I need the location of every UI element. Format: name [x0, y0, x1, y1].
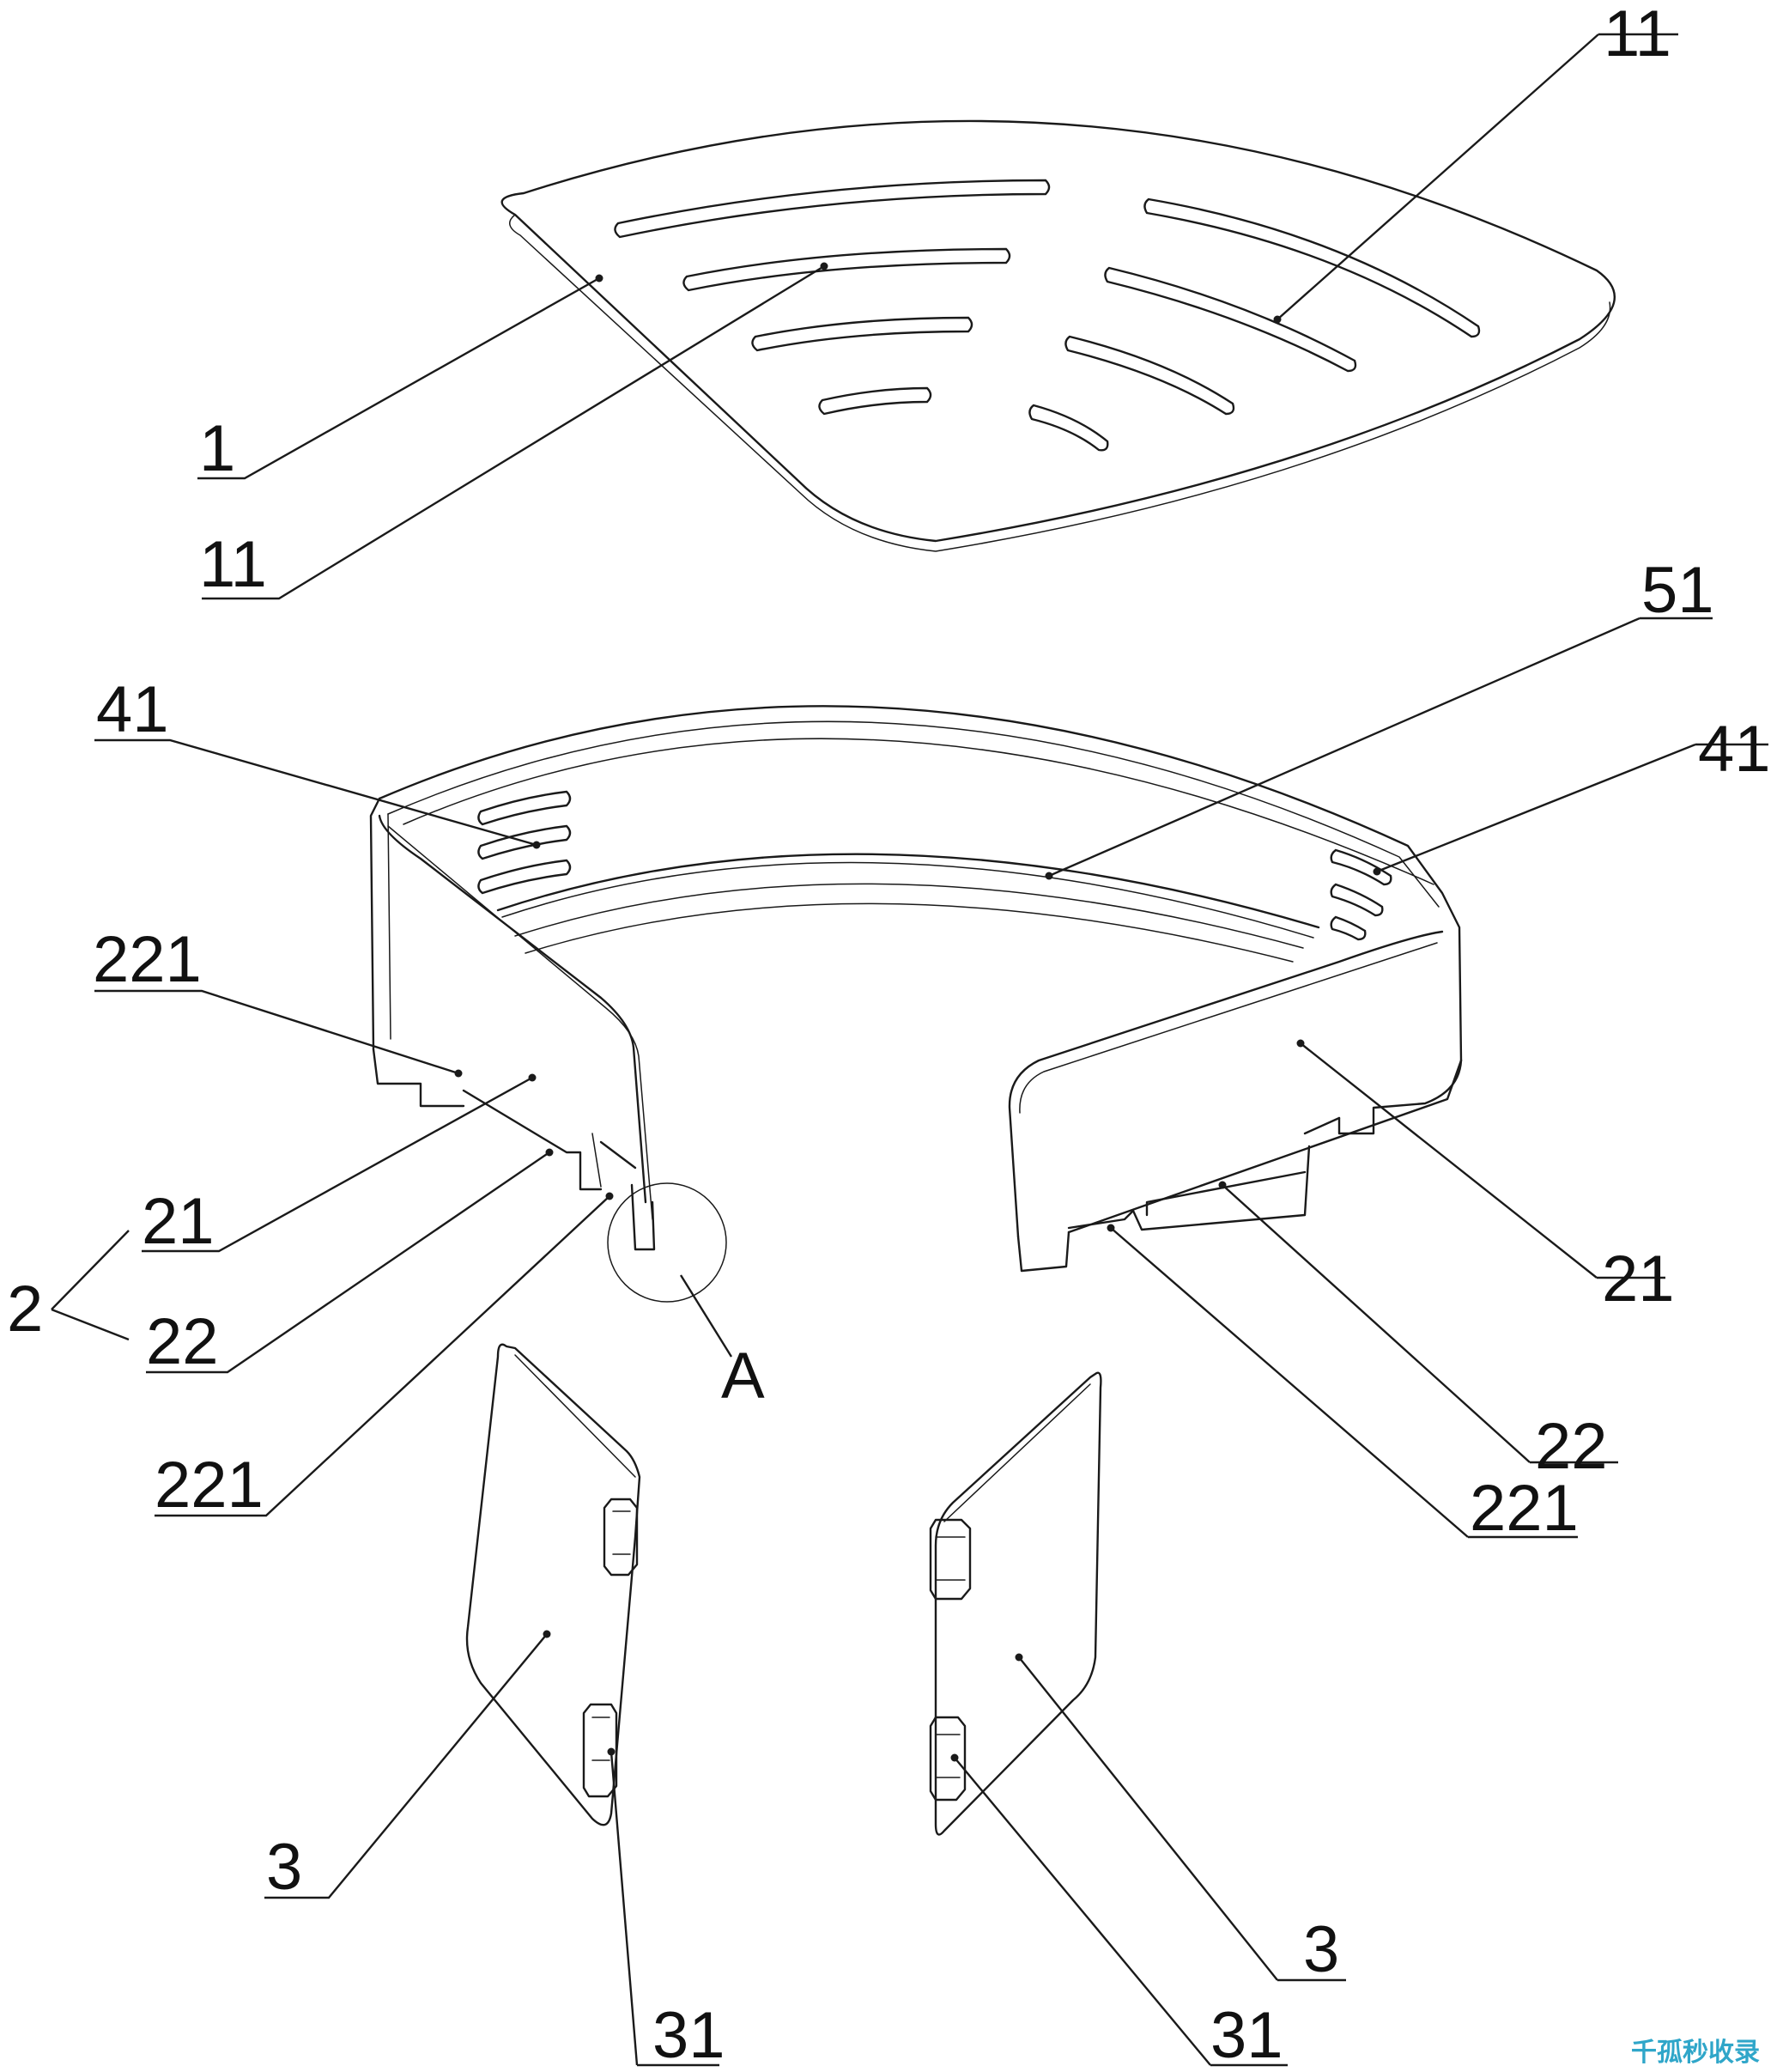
label-51: 51 — [1641, 554, 1714, 627]
label-221-right: 221 — [1470, 1472, 1579, 1545]
watermark-text: 千孤秒收录 — [1631, 2038, 1760, 2068]
tray-drain-slots — [614, 179, 1481, 452]
label-22-left: 22 — [146, 1305, 219, 1378]
label-11-top: 11 — [1604, 0, 1671, 70]
label-3-right: 3 — [1303, 1913, 1339, 1986]
top-tray-plate — [500, 119, 1616, 552]
right-plate-clips — [929, 1518, 972, 1802]
label-a: A — [721, 1340, 765, 1413]
label-221-lower-left: 221 — [155, 1449, 264, 1522]
label-22-right: 22 — [1535, 1410, 1608, 1483]
right-support-plate — [929, 1371, 1102, 1836]
label-41-right: 41 — [1698, 713, 1771, 786]
leader-lines — [51, 33, 1768, 2067]
label-11-left: 11 — [199, 528, 267, 601]
label-3-left: 3 — [266, 1831, 302, 1904]
label-41-left: 41 — [96, 673, 169, 746]
label-221-upper-left: 221 — [93, 923, 202, 996]
label-31-left: 31 — [652, 1999, 725, 2072]
detail-circle-a — [607, 1182, 727, 1303]
label-1: 1 — [199, 412, 235, 485]
label-21-right: 21 — [1602, 1243, 1675, 1316]
label-21-left: 21 — [142, 1185, 215, 1258]
basket-body — [369, 705, 1463, 1273]
label-2: 2 — [7, 1273, 43, 1346]
label-31-right: 31 — [1210, 1999, 1283, 2072]
left-support-plate — [465, 1343, 641, 1826]
left-plate-clips — [582, 1498, 639, 1798]
